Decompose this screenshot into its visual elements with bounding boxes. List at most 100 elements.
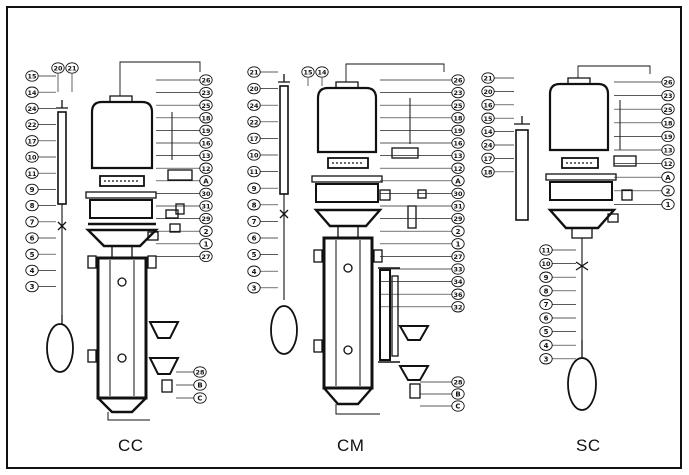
part-number: 24	[250, 102, 259, 110]
cc-float	[46, 323, 74, 373]
part-number: 6	[544, 315, 549, 323]
cc-cone-head	[85, 228, 159, 248]
part-number: 21	[68, 65, 77, 73]
part-number: 29	[202, 215, 211, 223]
part-number: 20	[250, 85, 259, 93]
label-bubble	[247, 66, 261, 78]
part-number: 13	[664, 147, 673, 155]
label-bubble	[661, 185, 675, 197]
cc-nozzle-bottom	[148, 357, 180, 375]
part-number: 14	[484, 128, 493, 136]
part-number: 3	[252, 284, 257, 292]
part-number: 8	[252, 201, 257, 209]
part-number: 20	[484, 88, 493, 96]
label-bubble	[199, 124, 213, 137]
label-bubble	[199, 200, 213, 212]
part-number: 27	[202, 253, 211, 261]
label-bubble	[199, 238, 213, 250]
part-number: 28	[454, 379, 463, 387]
part-number: 12	[202, 165, 211, 173]
label-bubble	[481, 152, 495, 165]
label-bubble	[25, 199, 39, 212]
cm-gauge-tube	[279, 85, 289, 195]
part-number: 17	[484, 155, 493, 163]
part-number: 11	[542, 247, 551, 255]
sc-float	[567, 357, 597, 411]
label-bubble	[247, 265, 261, 277]
label-bubble	[51, 62, 65, 74]
part-number: 7	[544, 301, 549, 309]
part-number: 16	[454, 140, 463, 148]
part-number: 16	[484, 101, 493, 109]
label-bubble	[25, 102, 39, 115]
part-number: 24	[28, 105, 37, 113]
label-bubble	[65, 62, 79, 74]
part-number: C	[455, 403, 460, 411]
cc-assembly	[46, 61, 201, 421]
part-number: 7	[30, 218, 35, 226]
part-number: 11	[28, 170, 37, 178]
label-bubble	[539, 353, 553, 365]
label-bubble	[199, 250, 213, 263]
caption-cm: CM	[337, 436, 365, 455]
label-bubble	[25, 118, 39, 131]
label-bubble	[199, 225, 213, 237]
label-bubble	[539, 285, 553, 297]
part-number: 19	[664, 133, 673, 141]
label-bubble	[539, 257, 553, 270]
sc-display	[561, 157, 599, 169]
part-number: 9	[252, 185, 257, 193]
part-number: 1	[666, 201, 671, 209]
part-number: 19	[454, 127, 463, 135]
part-number: 3	[544, 355, 549, 363]
part-number: 13	[202, 152, 211, 160]
label-bubble	[199, 86, 213, 99]
label-bubble	[199, 74, 213, 86]
part-number: 26	[454, 77, 463, 85]
label-bubble	[481, 166, 495, 178]
label-bubble	[661, 117, 675, 129]
part-number: 16	[202, 140, 211, 148]
part-number: 28	[196, 369, 205, 377]
label-bubble	[661, 144, 675, 156]
label-bubble	[25, 70, 39, 82]
label-bubble	[661, 157, 675, 170]
label-bubble	[481, 139, 495, 151]
part-number: 4	[544, 342, 549, 350]
cc-tank	[96, 256, 148, 400]
label-bubble	[539, 298, 553, 311]
label-bubble	[247, 215, 261, 228]
label-bubble	[661, 89, 675, 102]
part-number: 15	[484, 115, 493, 123]
label-bubble	[25, 86, 39, 98]
label-bubble	[451, 376, 465, 388]
label-bubble	[301, 66, 315, 78]
label-bubble	[247, 232, 261, 244]
cc-gauge-tube	[57, 111, 67, 205]
label-bubble	[247, 199, 261, 211]
part-number: 23	[202, 89, 211, 97]
part-number: 18	[484, 168, 493, 176]
part-number: 5	[544, 328, 549, 336]
label-bubble	[539, 312, 553, 324]
part-number: 10	[28, 154, 37, 162]
cc-motor-housing	[90, 100, 154, 170]
part-number: 17	[250, 135, 259, 143]
label-bubble	[193, 392, 207, 404]
part-number: 20	[54, 65, 63, 73]
label-bubble	[25, 280, 39, 293]
part-number: 22	[28, 121, 37, 129]
part-number: 3	[30, 283, 35, 291]
caption-sc: SC	[576, 436, 601, 455]
part-number: 23	[454, 89, 463, 97]
part-number: 12	[664, 160, 673, 168]
label-bubble	[247, 116, 261, 128]
part-number: 26	[664, 79, 673, 87]
part-number: 32	[454, 303, 463, 311]
label-bubble	[451, 149, 465, 162]
part-number: 24	[484, 142, 493, 150]
part-number: 23	[664, 92, 673, 100]
label-bubble	[199, 187, 213, 200]
